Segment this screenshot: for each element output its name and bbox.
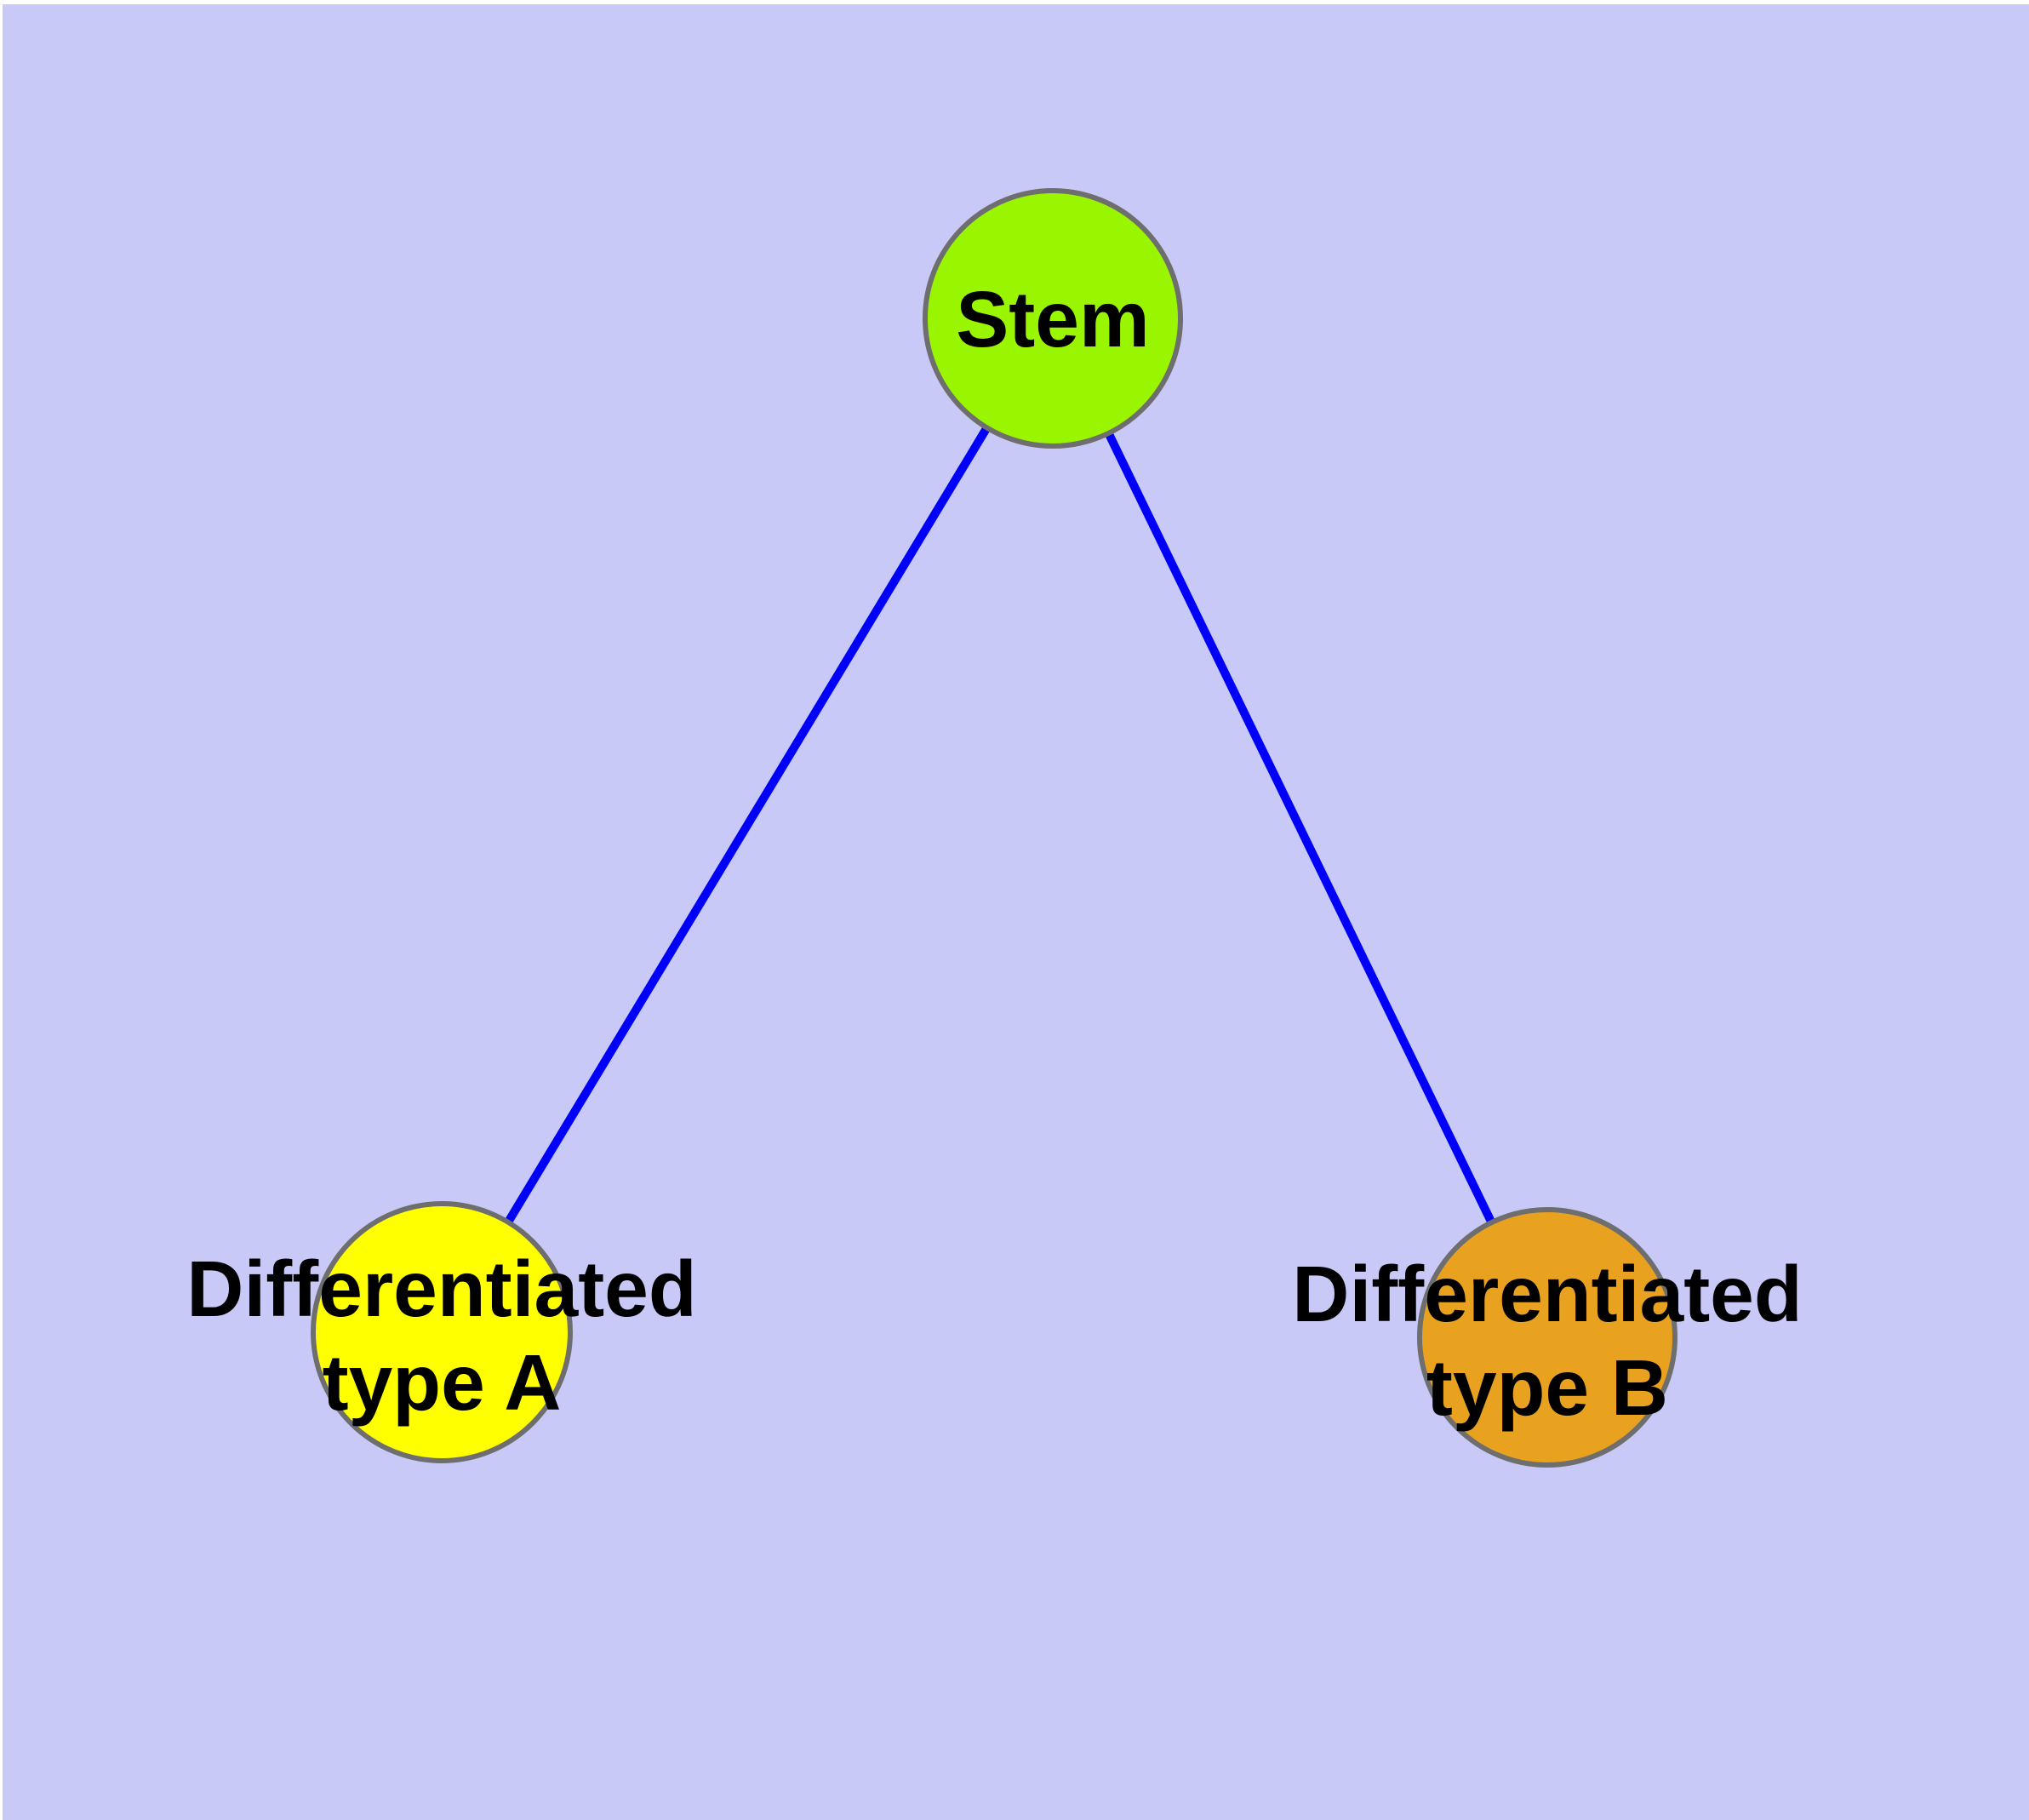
edge-stem-to-type-b <box>1049 316 1552 1340</box>
node-stem-label: Stem <box>956 275 1149 363</box>
node-type-b: Differentiated type B <box>1292 1207 1803 1468</box>
node-type-a-label-line-1: Differentiated <box>186 1245 696 1333</box>
node-type-b-label-line-2: type B <box>1426 1343 1668 1432</box>
node-type-a-label-line-2: type A <box>323 1338 562 1427</box>
node-type-b-label-line-1: Differentiated <box>1292 1250 1802 1338</box>
node-stem-circle <box>923 188 1183 449</box>
edge-stem-to-type-a <box>437 316 1057 1335</box>
node-stem: Stem <box>923 188 1183 449</box>
node-type-a: Differentiated type A <box>186 1201 697 1463</box>
node-type-a-circle <box>311 1201 573 1463</box>
node-type-b-circle <box>1417 1207 1677 1468</box>
